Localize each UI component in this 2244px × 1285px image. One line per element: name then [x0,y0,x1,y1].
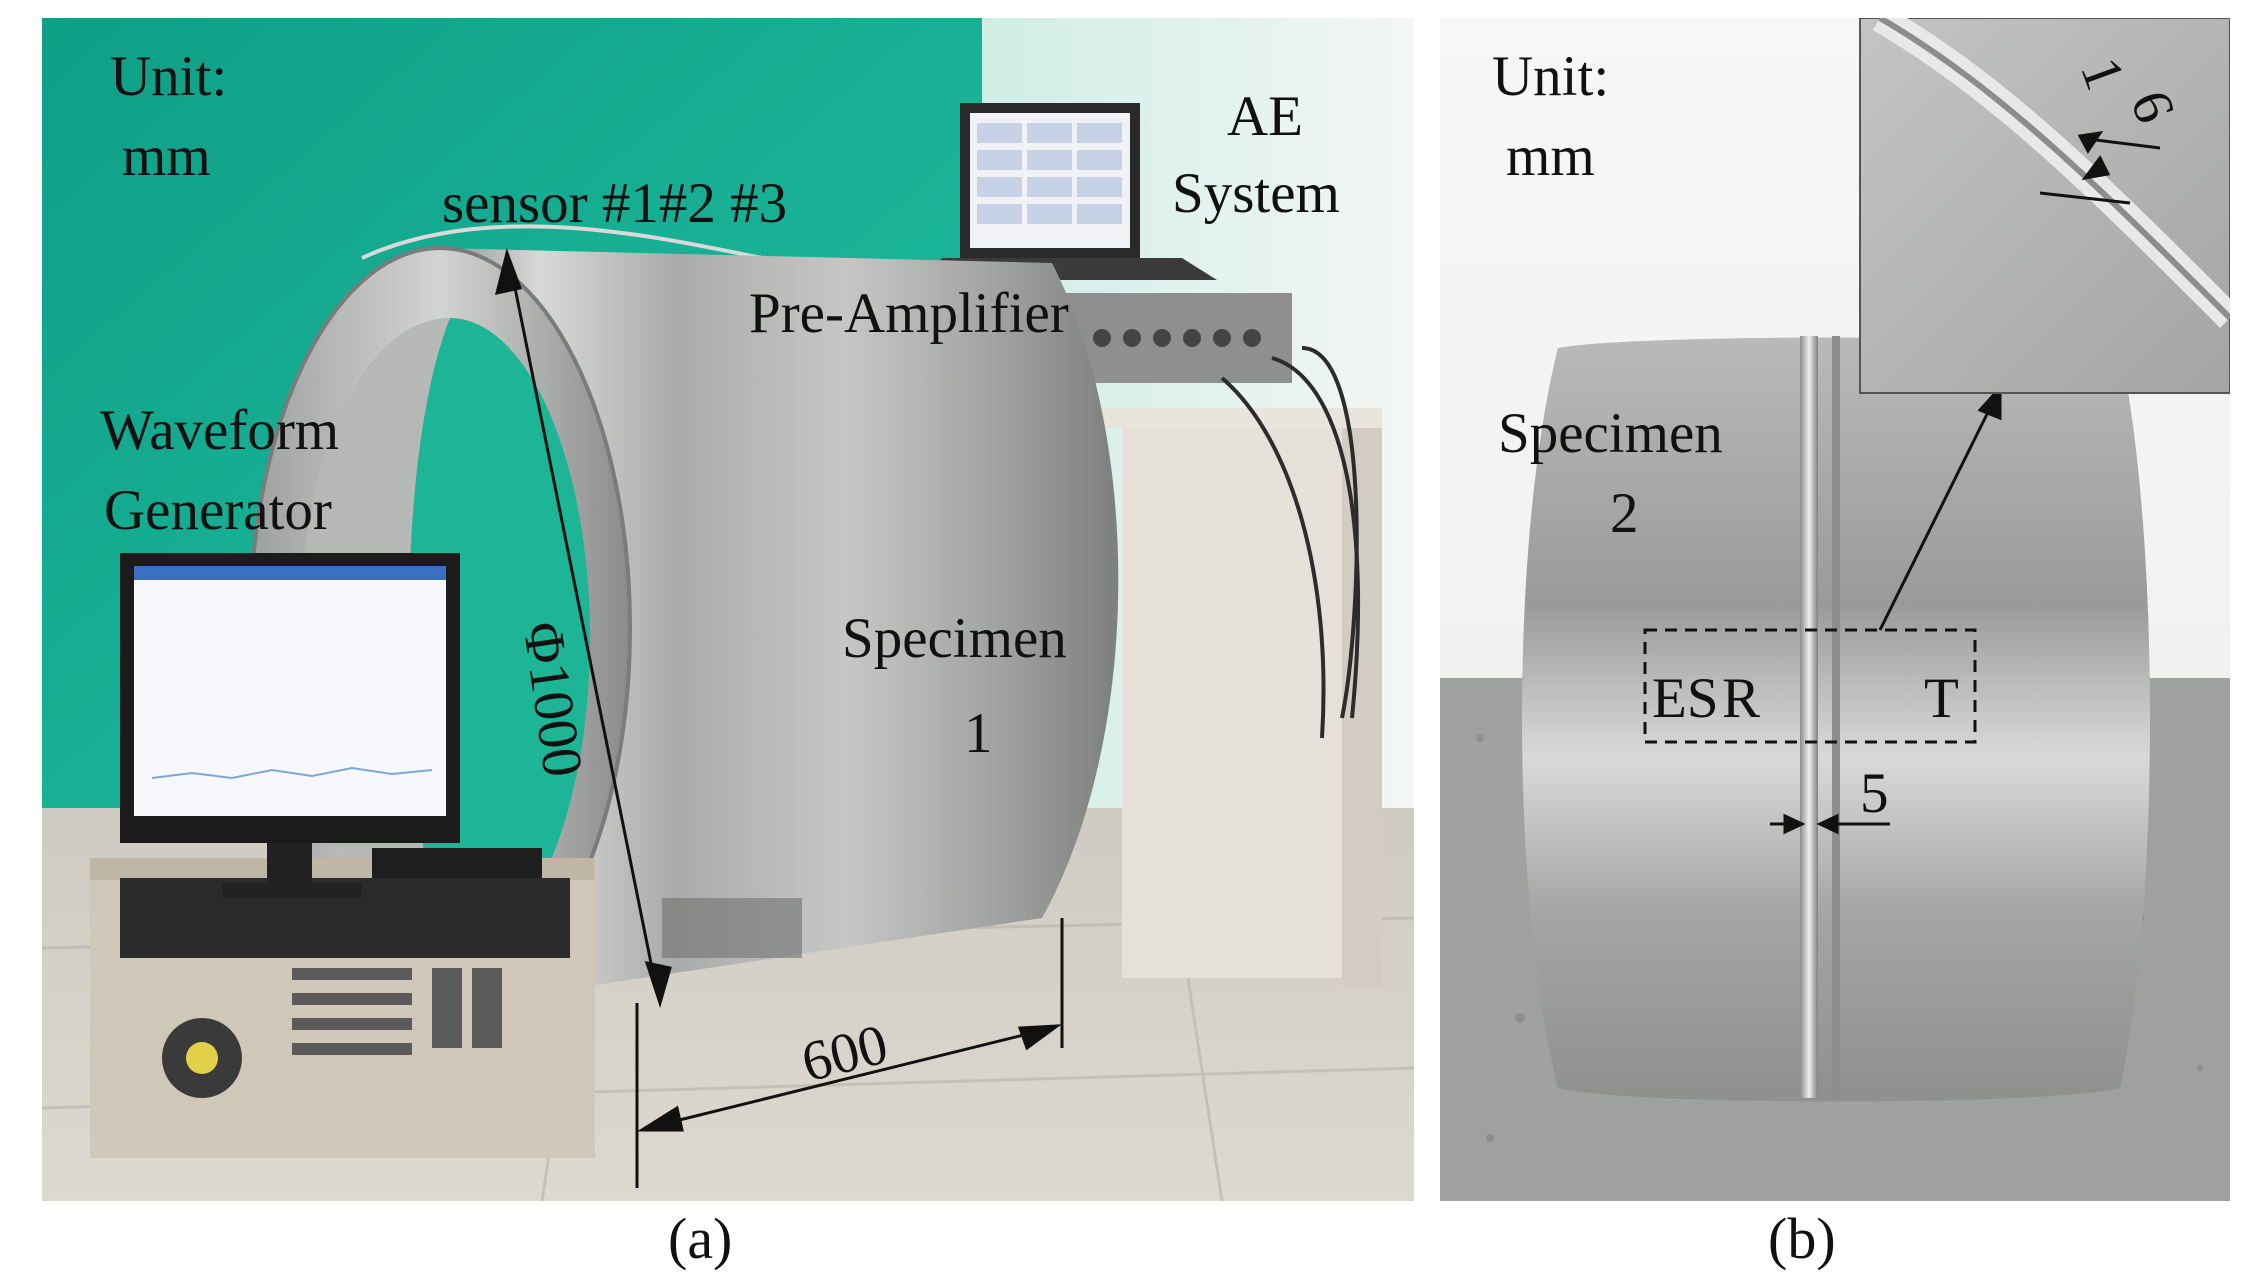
ae-system-label: System [1172,162,1340,225]
preamp-label: Pre-Amplifier [749,282,1069,345]
unit-value-label-b: mm [1506,125,1595,188]
unit-value-label: mm [122,125,211,188]
caption-a: (a) [668,1206,733,1271]
inset-pointer [1878,384,2002,631]
specimen-2-number: 2 [1610,482,1639,545]
lab-setup-photo [42,18,1414,1201]
pre-amplifier-box [1062,293,1292,383]
unit-label: Unit: [110,45,228,108]
zone-t-label: T [1924,667,1959,730]
monitor [120,553,460,898]
photo-panel-b: Unit: mm Specimen 2 ES R T 5 1 6 [1440,18,2230,1201]
gap-label: 5 [1860,762,1889,825]
weld-detail-inset [1859,18,2230,394]
laptop [922,103,1217,280]
zone-es-label: ES [1652,667,1719,730]
ae-label: AE [1227,85,1303,148]
sensor-label: sensor #1#2 #3 [442,172,788,235]
specimen-2-label: Specimen [1498,402,1723,465]
welded-cylinder-photo [1440,18,2230,1201]
gap-dimension [1770,813,1890,835]
zone-r-label: R [1722,667,1761,730]
length-dimension [635,918,1064,1188]
caption-b: (b) [1768,1206,1836,1271]
specimen-1-label: Specimen [842,607,1067,670]
specimen-2-cylinder [1522,336,2150,1102]
waveform-label: Waveform [100,399,340,462]
photo-panel-a: Unit: mm sensor #1#2 #3 AE System Pre-Am… [42,18,1414,1201]
weld-seam [1800,336,1818,1098]
specimen-1-number: 1 [964,702,993,765]
diameter-dimension [494,247,672,1009]
generator-label: Generator [104,479,332,542]
measurement-region [1643,628,1977,744]
unit-label-b: Unit: [1492,45,1610,108]
